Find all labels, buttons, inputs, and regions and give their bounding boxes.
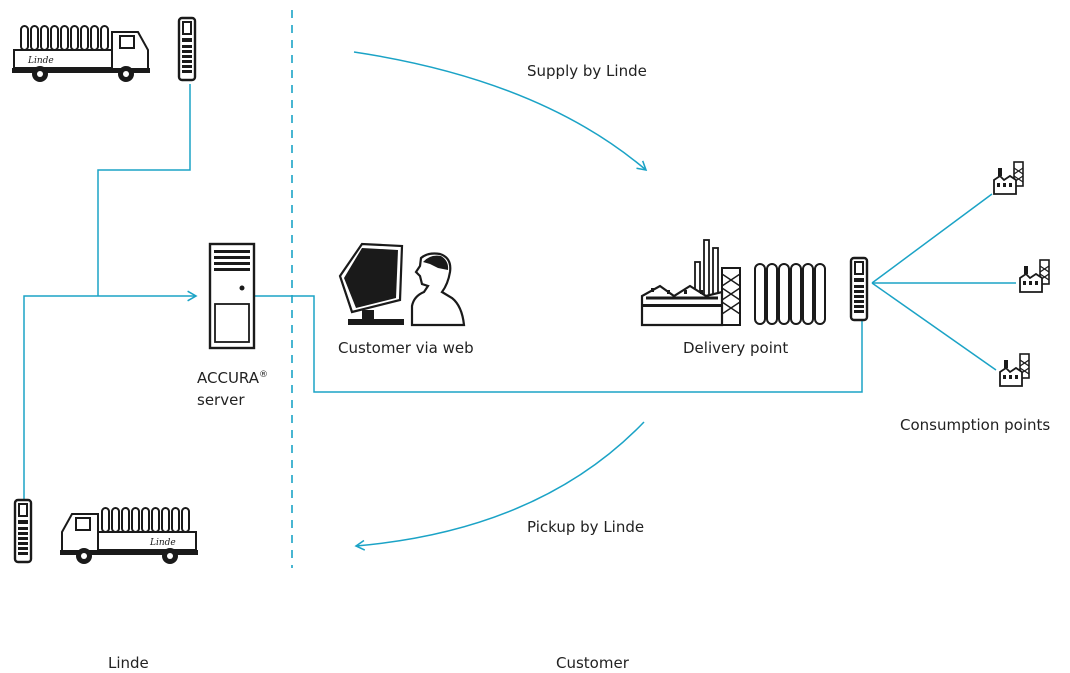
pickup-arrow bbox=[354, 421, 645, 551]
truck-icon bbox=[60, 507, 198, 564]
small-factory-icon bbox=[993, 161, 1024, 195]
person-silhouette-icon bbox=[410, 252, 466, 327]
connection-lines bbox=[23, 51, 1016, 551]
handheld-scanner-icon bbox=[177, 16, 197, 82]
small-factory-icon bbox=[1019, 259, 1050, 293]
consumption-link-top bbox=[871, 193, 993, 284]
truck-brand-text: Linde bbox=[27, 56, 54, 66]
consumption-link-bottom bbox=[871, 282, 997, 371]
computer-monitor-icon bbox=[338, 242, 404, 325]
zone-customer-label: Customer bbox=[556, 654, 629, 672]
customer-web-label: Customer via web bbox=[338, 339, 474, 357]
truck-icon: Linde bbox=[12, 25, 150, 82]
handheld-scanner-icon bbox=[13, 498, 33, 564]
supply-label: Supply by Linde bbox=[527, 62, 647, 80]
factory-icon bbox=[640, 239, 741, 327]
server-to-customer-link bbox=[254, 295, 863, 393]
bottom-scanner-link bbox=[23, 290, 198, 500]
handheld-scanner-icon bbox=[849, 256, 869, 322]
truck-brand-text: Linde bbox=[149, 538, 176, 548]
server-subtitle: server bbox=[197, 391, 245, 409]
server-label: ACCURA® server bbox=[197, 364, 268, 411]
delivery-point-label: Delivery point bbox=[683, 339, 789, 357]
top-scanner-link bbox=[97, 84, 191, 296]
consumption-points-label: Consumption points bbox=[900, 416, 1051, 434]
gas-cylinder-icon bbox=[754, 263, 826, 325]
supply-arrow bbox=[353, 51, 648, 172]
zone-linde-label: Linde bbox=[108, 654, 149, 672]
server-icon bbox=[208, 242, 256, 350]
small-factory-icon bbox=[999, 353, 1030, 387]
registered-mark: ® bbox=[259, 370, 268, 380]
server-name: ACCURA bbox=[197, 369, 259, 387]
pickup-label: Pickup by Linde bbox=[527, 518, 645, 536]
